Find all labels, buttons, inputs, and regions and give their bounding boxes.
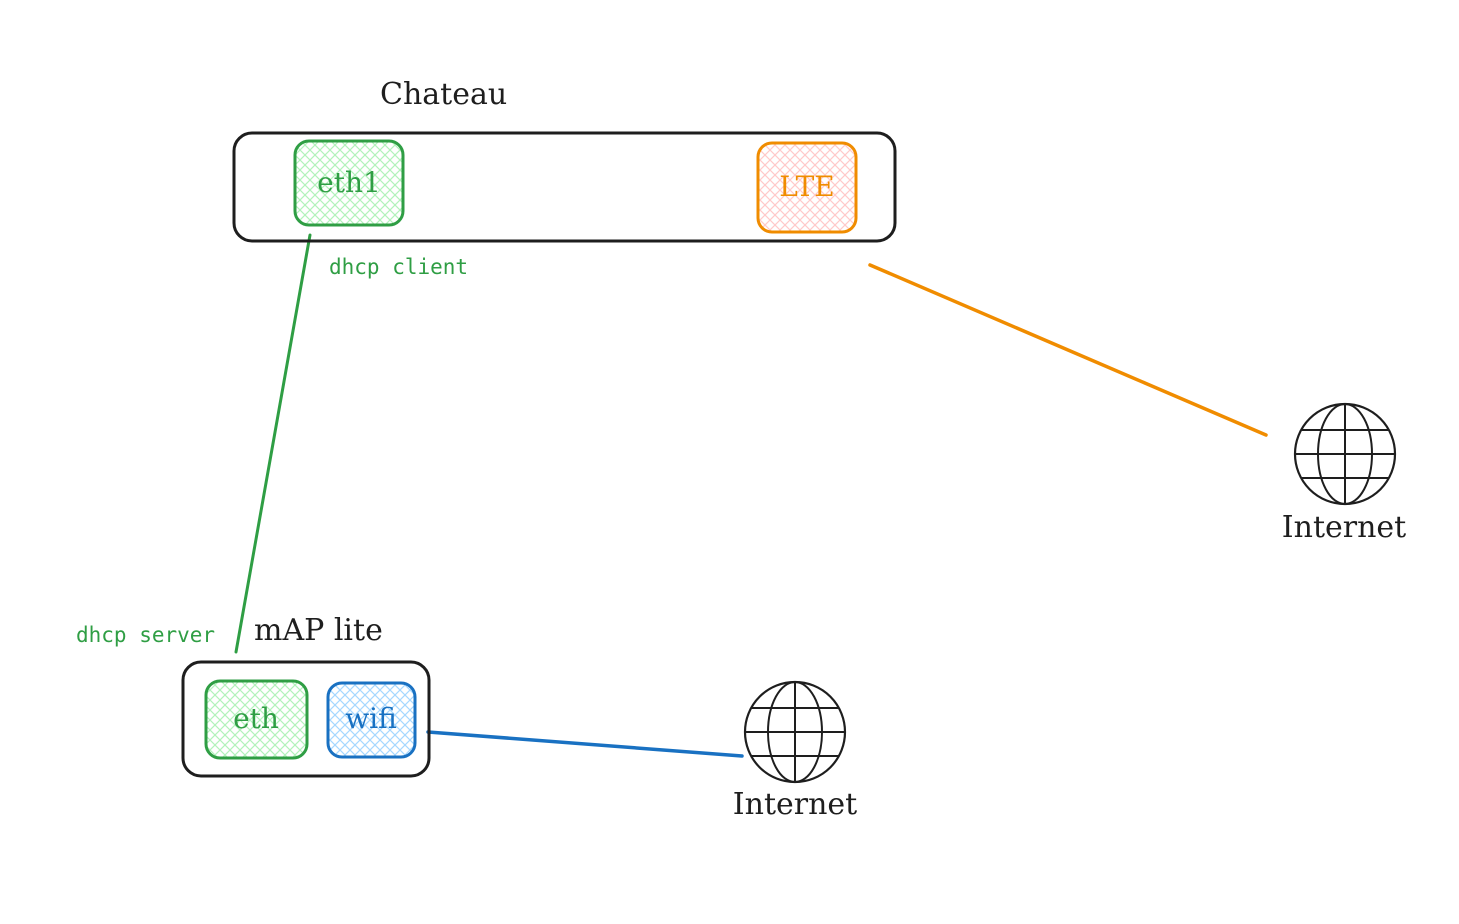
map-lite-wifi-port: wifi (326, 681, 417, 759)
globe-icon (1293, 402, 1397, 506)
eth-link-line (234, 233, 312, 654)
map-lite-title: mAP lite (254, 613, 383, 648)
chateau-lte-label: LTE (779, 170, 834, 203)
dhcp-server-label: dhcp server (76, 623, 215, 647)
map-lite-wifi-label: wifi (345, 702, 397, 735)
wifi-link-line (426, 730, 744, 758)
globe-icon (743, 680, 847, 784)
chateau-eth1-port: eth1 (293, 139, 405, 227)
internet-bottom-label: Internet (733, 787, 857, 822)
lte-link-line (868, 263, 1268, 437)
chateau-device-box (232, 131, 897, 243)
internet-right-label: Internet (1282, 510, 1406, 545)
map-lite-eth-port: eth (204, 679, 309, 760)
chateau-eth1-label: eth1 (317, 166, 381, 199)
map-lite-device-box (181, 660, 431, 778)
dhcp-client-label: dhcp client (329, 255, 468, 279)
chateau-lte-port: LTE (756, 141, 858, 234)
map-lite-eth-label: eth (233, 702, 279, 735)
chateau-title: Chateau (380, 77, 507, 112)
